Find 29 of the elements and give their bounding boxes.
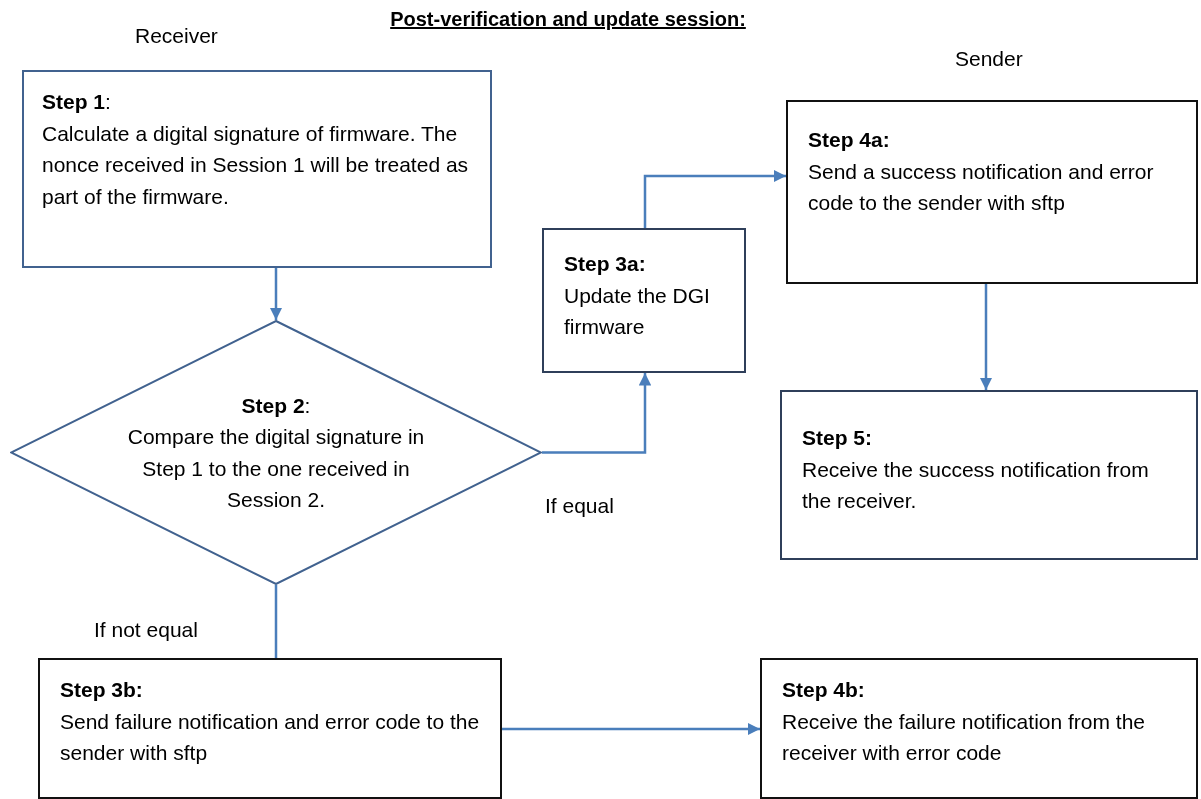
step-description: Calculate a digital signature of firmware. The nonce received in Session 1 will be treated as part of the firmware. [42,120,470,210]
connector-arrow [502,722,760,736]
step-heading: Step 3a: [564,251,647,277]
lane-label: Receiver [135,24,218,48]
step-heading: Step 1: [42,89,112,115]
step-heading: Step 3b: [60,677,144,703]
decision-diamond [10,320,542,585]
process-box [780,390,1198,560]
step-description: Receive the success notification from the receiver. [802,456,1150,514]
process-box [38,658,502,799]
process-box [22,70,492,268]
step-description: Receive the failure notification from the receiver with error code [782,708,1147,766]
process-box [542,228,746,373]
step-heading: Step 4a: [808,127,891,153]
step-description: Update the DGI firmware [564,282,711,340]
process-box [786,100,1198,284]
step-heading: Step 4b: [782,677,866,703]
step-description: Send a success notification and error code to the sender with sftp [808,158,1155,216]
process-box [760,658,1198,799]
step-description: Send failure notification and error code to the sender with sftp [60,708,480,766]
connector-arrow [542,373,652,454]
lane-label: Sender [955,47,1023,71]
diagram-title: Post-verification and update session: [390,8,746,30]
step-heading: Step 5: [802,425,873,451]
step-heading: Step 2: [241,392,311,419]
connector-arrow [979,284,993,390]
step-description: Compare the digital signature in Step 1 to the one received in Session 2. [126,424,426,513]
connector-arrow [269,268,283,320]
connector-arrow [643,169,786,228]
